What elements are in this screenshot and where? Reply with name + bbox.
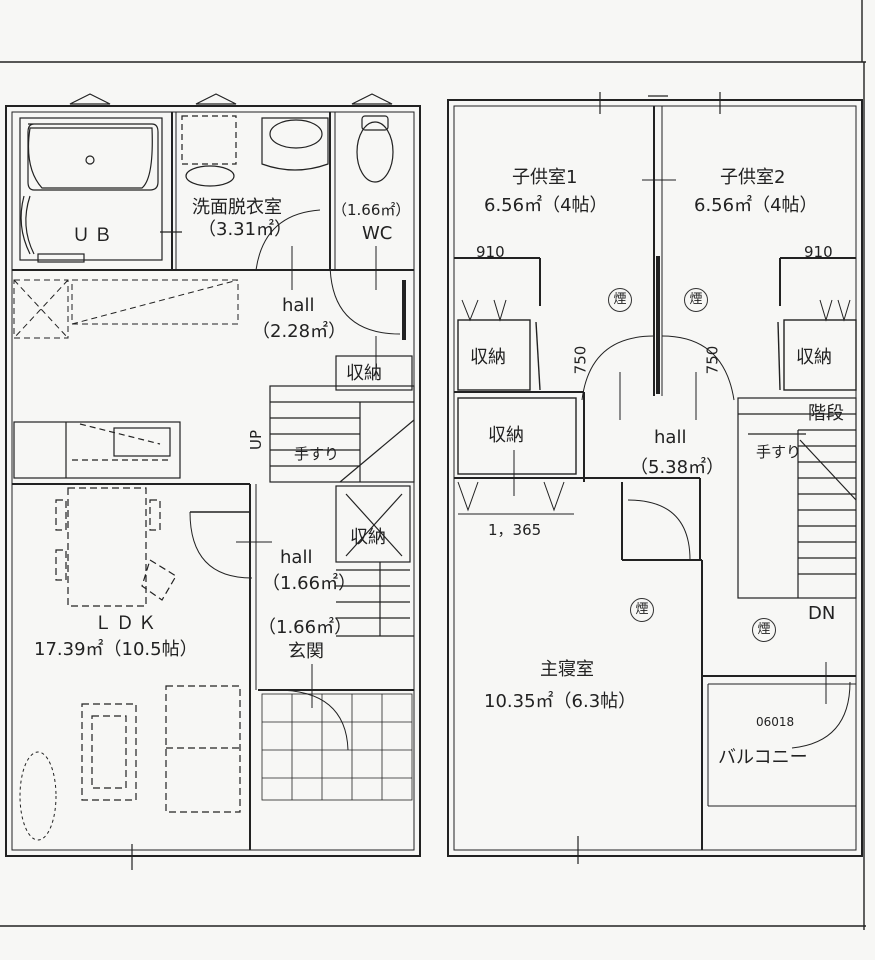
washroom-fixtures bbox=[160, 115, 394, 233]
stairs-label: 階段 bbox=[808, 403, 844, 424]
floor1-top-windows bbox=[69, 93, 393, 105]
wc-name: WC bbox=[362, 223, 393, 244]
storage-right-label: 収納 bbox=[796, 347, 832, 368]
hall2-area: （1.66㎡） bbox=[262, 573, 357, 594]
dim-750-left: 750 bbox=[571, 345, 590, 375]
ldk-furniture bbox=[55, 487, 241, 813]
floor2-storages bbox=[457, 319, 857, 475]
closet-door-marks bbox=[457, 299, 851, 512]
smoke-detector-icon: 煙 bbox=[608, 288, 632, 312]
dim-750-right: 750 bbox=[703, 345, 722, 375]
smoke-detector-icon: 煙 bbox=[684, 288, 708, 312]
floor2-hall-area: （5.38㎡） bbox=[630, 457, 725, 478]
dim-1365: 1，365 bbox=[488, 521, 542, 539]
child-room1-area: 6.56㎡（4帖） bbox=[484, 195, 608, 216]
smoke-detector-icon: 煙 bbox=[752, 618, 776, 642]
storage-left-label: 収納 bbox=[470, 347, 506, 368]
hall-area: （2.28㎡） bbox=[252, 321, 347, 342]
wc-area: （1.66㎡） bbox=[332, 201, 411, 219]
floor2-hall-name: hall bbox=[654, 427, 687, 448]
wc-storage-label: 収納 bbox=[346, 363, 382, 384]
child-room2-area: 6.56㎡（4帖） bbox=[694, 195, 818, 216]
plant-rug bbox=[19, 751, 57, 841]
floor1-stairs bbox=[269, 355, 415, 637]
up-label: UP bbox=[247, 429, 266, 451]
dimension-lines bbox=[458, 179, 676, 515]
arrow-marks bbox=[236, 246, 827, 708]
floor1-handrail-label: 手すり bbox=[294, 445, 340, 463]
ub-label: ＵＢ bbox=[72, 225, 116, 246]
dim-910-right: 910 bbox=[804, 243, 833, 261]
balcony-label: バルコニー bbox=[718, 747, 808, 768]
master-bedroom-area: 10.35㎡（6.3帖） bbox=[484, 691, 637, 712]
washroom-area: （3.31㎡） bbox=[198, 219, 293, 240]
washroom-name: 洗面脱衣室 bbox=[192, 197, 282, 218]
floor2-handrail-label: 手すり bbox=[756, 443, 802, 461]
floor1-walls bbox=[5, 105, 421, 857]
ldk-name: ＬＤＫ bbox=[94, 613, 160, 634]
dim-910-left: 910 bbox=[476, 243, 505, 261]
storage-mid-label: 収納 bbox=[488, 425, 524, 446]
master-bedroom-name: 主寝室 bbox=[540, 659, 594, 680]
down-label: DN bbox=[808, 603, 836, 624]
floor2-stairs bbox=[737, 397, 857, 599]
stair-storage-label: 収納 bbox=[350, 527, 386, 548]
hall-name: hall bbox=[282, 295, 315, 316]
plan-code: 06018 bbox=[756, 715, 795, 729]
dashed-storage-counter bbox=[13, 279, 239, 339]
child-room1-name: 子供室1 bbox=[512, 167, 578, 188]
entry-area: （1.66㎡） bbox=[258, 617, 353, 638]
ldk-area: 17.39㎡（10.5帖） bbox=[34, 639, 198, 660]
kitchen-counter bbox=[13, 421, 181, 479]
floor2-window-ticks bbox=[577, 92, 721, 864]
entry-name: 玄関 bbox=[288, 641, 324, 662]
floor2-doors bbox=[581, 335, 851, 749]
child-room2-name: 子供室2 bbox=[720, 167, 786, 188]
smoke-detector-icon: 煙 bbox=[630, 598, 654, 622]
hall2-name: hall bbox=[280, 547, 313, 568]
bathtub bbox=[19, 117, 163, 263]
entry-tiles bbox=[261, 693, 413, 801]
